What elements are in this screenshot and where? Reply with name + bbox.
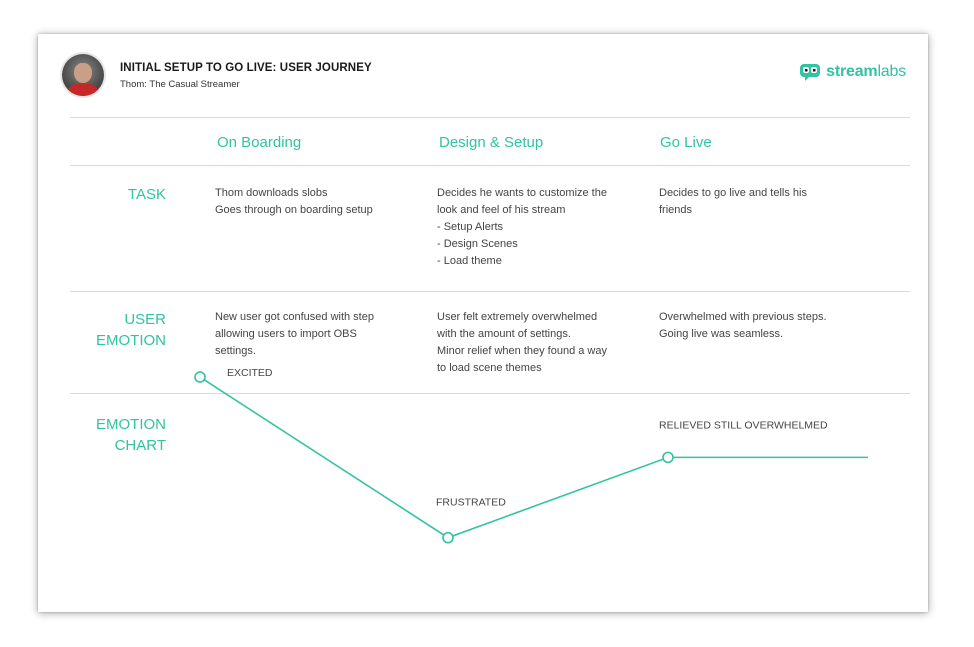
row-label-emotion-chart: EMOTION CHART bbox=[96, 414, 166, 456]
task-onboarding-line: Thom downloads slobs bbox=[215, 187, 328, 199]
emotion-design-line: to load scene themes bbox=[437, 362, 542, 374]
streamlabs-logo-text: streamlabs bbox=[826, 63, 906, 81]
emotion-point bbox=[662, 451, 674, 464]
task-golive-line: Decides to go live and tells his bbox=[659, 187, 807, 199]
emotion-point bbox=[442, 531, 454, 544]
task-design-line: - Load theme bbox=[437, 255, 502, 267]
column-header-onboarding: On Boarding bbox=[217, 134, 302, 151]
journey-map-card: INITIAL SETUP TO GO LIVE: USER JOURNEY T… bbox=[38, 34, 928, 612]
divider-task bbox=[70, 291, 910, 292]
task-design-line: - Setup Alerts bbox=[437, 221, 504, 233]
emotion-golive-line: Overwhelmed with previous steps. bbox=[659, 311, 827, 323]
emotion-design-line: with the amount of settings. bbox=[437, 328, 571, 340]
emotion-point-label: FRUSTRATED bbox=[436, 497, 506, 509]
task-design-line: - Design Scenes bbox=[437, 238, 518, 250]
task-cell-onboarding: Thom downloads slobs Goes through on boa… bbox=[215, 185, 415, 219]
emotion-golive-line: Going live was seamless. bbox=[659, 328, 784, 340]
logo-text-bold: stream bbox=[826, 63, 878, 80]
column-header-go-live: Go Live bbox=[660, 134, 712, 151]
divider-top bbox=[70, 117, 910, 118]
emotion-point-label: EXCITED bbox=[227, 367, 273, 379]
task-design-line: look and feel of his stream bbox=[437, 204, 566, 216]
task-design-line: Decides he wants to customize the bbox=[437, 187, 607, 199]
emotion-cell-design-setup: User felt extremely overwhelmed with the… bbox=[437, 309, 637, 377]
emotion-onboarding-line: allowing users to import OBS bbox=[215, 328, 357, 340]
row-label-emotion-chart-line-2: CHART bbox=[114, 437, 166, 454]
row-label-task: TASK bbox=[128, 184, 166, 205]
streamlabs-logo: streamlabs bbox=[799, 62, 906, 82]
emotion-design-line: Minor relief when they found a way bbox=[437, 345, 607, 357]
row-label-emotion-chart-line-1: EMOTION bbox=[96, 416, 166, 433]
emotion-onboarding-line: settings. bbox=[215, 345, 256, 357]
column-header-design-setup: Design & Setup bbox=[439, 134, 544, 151]
emotion-onboarding-line: New user got confused with step bbox=[215, 311, 374, 323]
emotion-line bbox=[199, 376, 868, 539]
task-cell-go-live: Decides to go live and tells his friends bbox=[659, 185, 859, 219]
emotion-point bbox=[194, 371, 206, 383]
persona-subtitle: Thom: The Casual Streamer bbox=[120, 79, 240, 90]
emotion-cell-go-live: Overwhelmed with previous steps. Going l… bbox=[659, 309, 859, 343]
logo-text-light: labs bbox=[877, 63, 906, 80]
task-onboarding-line: Goes through on boarding setup bbox=[215, 204, 373, 216]
emotion-point-label: RELIEVED STILL OVERWHELMED bbox=[659, 419, 828, 431]
divider-emotion bbox=[70, 393, 910, 394]
divider-header bbox=[70, 165, 910, 166]
emotion-design-line: User felt extremely overwhelmed bbox=[437, 311, 598, 323]
emotion-cell-onboarding: New user got confused with step allowing… bbox=[215, 309, 415, 360]
task-golive-line: friends bbox=[659, 204, 693, 216]
row-label-user-emotion: USER EMOTION bbox=[96, 309, 166, 351]
task-cell-design-setup: Decides he wants to customize the look a… bbox=[437, 185, 637, 270]
avatar-face bbox=[74, 63, 92, 83]
avatar bbox=[62, 54, 104, 96]
row-label-user-emotion-line-1: USER bbox=[124, 311, 166, 328]
avatar-shirt bbox=[67, 83, 99, 96]
emotion-chart: EXCITED FRUSTRATED RELIEVED STILL OVERWHEL… bbox=[194, 367, 868, 544]
row-label-task-line: TASK bbox=[127, 186, 166, 203]
page-title: INITIAL SETUP TO GO LIVE: USER JOURNEY bbox=[120, 62, 372, 74]
streamlabs-logo-icon bbox=[800, 64, 821, 81]
row-label-user-emotion-line-2: EMOTION bbox=[96, 332, 166, 349]
